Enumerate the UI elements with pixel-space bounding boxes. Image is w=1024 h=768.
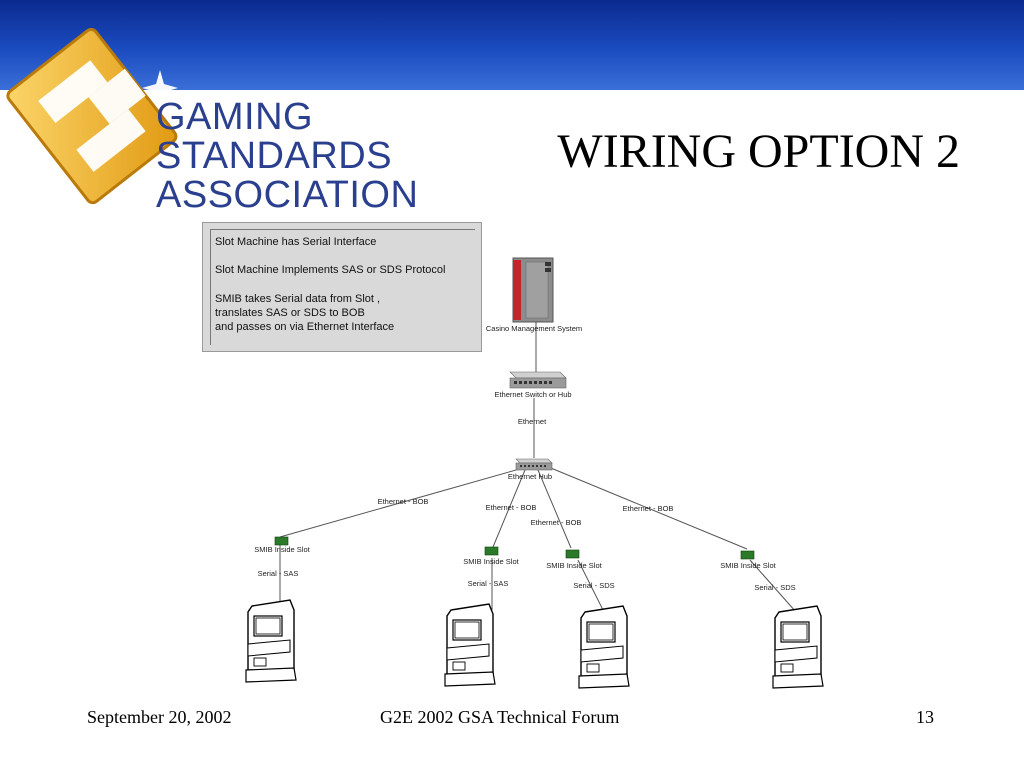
smib-board-icon xyxy=(274,536,289,546)
slot-machine-icon xyxy=(245,599,297,683)
slide-title: WIRING OPTION 2 xyxy=(557,125,960,178)
note-line-3: SMIB takes Serial data from Slot , trans… xyxy=(215,293,395,333)
ethernet-label: Ethernet xyxy=(517,417,547,426)
ethernet-hub-icon xyxy=(515,458,553,471)
smib-board-icon xyxy=(484,546,499,556)
link-label: Ethernet - BOB xyxy=(485,503,537,512)
smib-board-icon xyxy=(740,550,755,560)
hub-label: Ethernet Hub xyxy=(507,472,553,481)
note-line-2: Slot Machine Implements SAS or SDS Proto… xyxy=(215,264,446,276)
note-line-1: Slot Machine has Serial Interface xyxy=(215,236,377,248)
serial-label: Serial - SDS xyxy=(754,583,796,592)
slot-machine-icon xyxy=(578,605,630,689)
sparkle-icon xyxy=(142,70,178,106)
link-label: Ethernet - BOB xyxy=(377,497,429,506)
slot-machine-icon xyxy=(772,605,824,689)
logo-line-3: ASSOCIATION xyxy=(156,174,419,216)
smib-label: SMIB Inside Slot xyxy=(546,561,602,570)
link-label: Ethernet - BOB xyxy=(622,504,674,513)
smib-board-icon xyxy=(565,549,580,559)
header-bar xyxy=(0,0,1024,90)
ethernet-switch-icon xyxy=(509,371,567,389)
smib-label: SMIB Inside Slot xyxy=(254,545,310,554)
server-icon xyxy=(512,257,554,323)
serial-label: Serial - SAS xyxy=(257,569,299,578)
connection-lines xyxy=(279,322,797,613)
logo-wordmark: GAMING STANDARDS ASSOCIATION xyxy=(156,98,418,215)
server-label: Casino Management System xyxy=(485,324,583,333)
logo-line-1: GAMING xyxy=(156,96,314,138)
footer-event: G2E 2002 GSA Technical Forum xyxy=(380,707,620,727)
footer-date: September 20, 2002 xyxy=(87,707,232,727)
switch-label: Ethernet Switch or Hub xyxy=(494,390,572,399)
smib-label: SMIB Inside Slot xyxy=(463,557,519,566)
page-number: 13 xyxy=(916,707,934,727)
serial-label: Serial - SDS xyxy=(573,581,615,590)
gsa-logo-mark xyxy=(6,27,178,205)
link-label: Ethernet - BOB xyxy=(530,518,582,527)
logo-line-2: STANDARDS xyxy=(156,135,393,177)
notes-inner-frame xyxy=(210,229,475,345)
notes-box: Slot Machine has Serial Interface Slot M… xyxy=(202,222,482,352)
slot-machine-icon xyxy=(444,603,496,687)
smib-label: SMIB Inside Slot xyxy=(720,561,776,570)
serial-label: Serial - SAS xyxy=(467,579,509,588)
